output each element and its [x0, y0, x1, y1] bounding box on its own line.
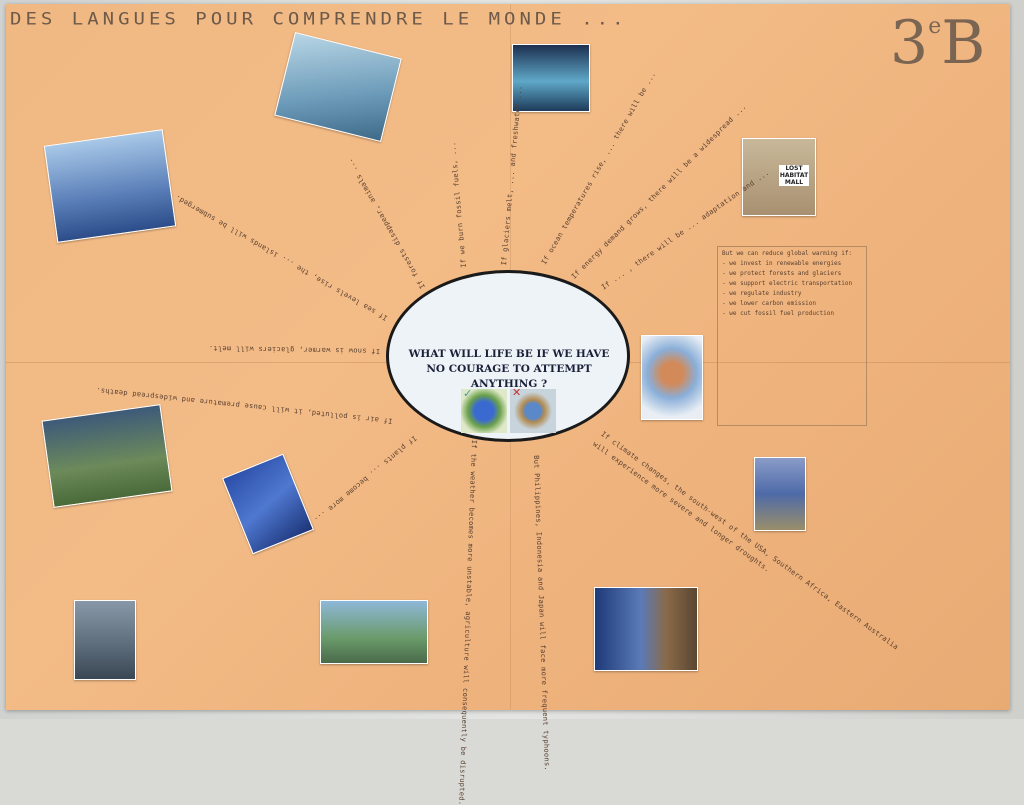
- earth-drought-cartoon: [594, 587, 698, 671]
- check-icon: ✓: [463, 387, 473, 400]
- habitat-sign: LOST HABITAT MALL: [779, 165, 809, 186]
- solutions-heading: But we can reduce global warming if:: [722, 250, 853, 257]
- poster-title: DES LANGUES POUR COMPRENDRE LE MONDE ...: [10, 9, 628, 29]
- earth-city-cartoon: [320, 600, 428, 664]
- solution-item: - we protect forests and glaciers: [722, 270, 842, 277]
- polar-bear-cartoon: [43, 129, 177, 243]
- fish-cartoon: [754, 457, 806, 531]
- solutions-box: But we can reduce global warming if: - w…: [717, 246, 867, 426]
- sick-earth-image: ✕: [510, 386, 556, 433]
- solution-item: - we invest in renewable energies: [722, 260, 842, 267]
- lost-habitat-cartoon: LOST HABITAT MALL: [742, 138, 816, 216]
- healthy-earth-image: ✓: [461, 387, 507, 433]
- solution-item: - we support electric transportation: [722, 280, 853, 287]
- class-label: 3eB: [890, 8, 986, 78]
- storm-cartoon: [41, 404, 173, 508]
- solution-item: - we lower carbon emission: [722, 300, 816, 307]
- solution-item: - we cut fossil fuel production: [722, 310, 834, 317]
- center-question: WHAT WILL LIFE BE IF WE HAVE NO COURAGE …: [408, 348, 610, 390]
- iceberg-cartoon: [512, 44, 590, 112]
- cross-icon: ✕: [512, 386, 522, 399]
- solution-item: - we regulate industry: [722, 290, 802, 297]
- earth-meat-cartoon: [641, 335, 703, 420]
- dollar-cartoon: [74, 600, 136, 680]
- center-ellipse: [386, 270, 630, 442]
